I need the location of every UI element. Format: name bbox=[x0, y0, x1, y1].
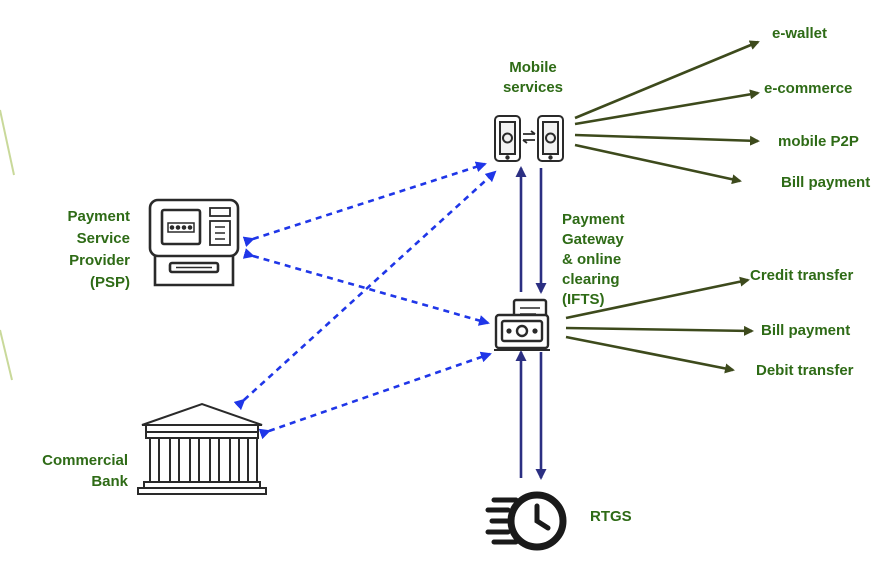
arrow-to-gateway-bill-payment bbox=[565, 325, 754, 336]
mobile-output-arrows bbox=[574, 40, 760, 185]
psp-gateway-link bbox=[242, 248, 490, 326]
gateway-line-3: & online bbox=[562, 251, 622, 268]
arrow-to-bill-payment bbox=[574, 143, 742, 185]
bank-building-icon bbox=[137, 402, 267, 495]
psp-label: Payment Service Provider (PSP) bbox=[20, 206, 130, 294]
psp-line-2: Service bbox=[76, 230, 130, 247]
gateway-line-1: Payment bbox=[562, 211, 625, 228]
gateway-label: Payment Gateway & online clearing (IFTS) bbox=[562, 210, 652, 310]
mobile-services-label: Mobile services bbox=[488, 58, 578, 98]
output-gateway-bill-payment: Bill payment bbox=[761, 322, 851, 339]
mobile-services-line-1: Mobile bbox=[509, 59, 557, 76]
bank-gateway-link bbox=[258, 351, 492, 440]
psp-line-3: Provider bbox=[69, 252, 130, 269]
payment-gateway-icon bbox=[494, 298, 550, 351]
rtgs-label: RTGS bbox=[590, 508, 632, 525]
output-e-commerce: e-commerce bbox=[764, 80, 853, 97]
bank-line-2: Bank bbox=[91, 473, 128, 490]
output-debit-transfer: Debit transfer bbox=[756, 362, 854, 379]
left-edge-decoration bbox=[0, 109, 15, 381]
mobile-services-line-2: services bbox=[502, 79, 564, 96]
gateway-line-5: (IFTS) bbox=[562, 291, 605, 308]
vertical-links bbox=[515, 166, 547, 480]
gateway-output-arrows bbox=[565, 276, 754, 374]
gateway-line-2: Gateway bbox=[562, 231, 624, 248]
dashed-links bbox=[233, 161, 497, 440]
arrow-to-e-commerce bbox=[574, 89, 760, 126]
gateway-line-4: clearing bbox=[562, 271, 620, 288]
psp-line-1: Payment bbox=[67, 208, 130, 225]
atm-icon bbox=[148, 198, 240, 287]
psp-line-4: (PSP) bbox=[89, 274, 130, 291]
arrow-to-e-wallet bbox=[574, 40, 760, 120]
bank-label: Commercial Bank bbox=[10, 450, 128, 492]
arrow-to-debit-transfer bbox=[565, 335, 735, 374]
output-bill-payment: Bill payment bbox=[781, 174, 871, 191]
psp-mobile-link bbox=[242, 161, 487, 248]
arrow-to-credit-transfer bbox=[565, 276, 750, 320]
fast-clock-icon bbox=[485, 491, 567, 551]
output-credit-transfer: Credit transfer bbox=[750, 267, 854, 284]
mobile-transfer-icon bbox=[494, 115, 564, 162]
output-mobile-p2p: mobile P2P bbox=[778, 133, 859, 150]
output-e-wallet: e-wallet bbox=[772, 25, 828, 42]
arrow-to-mobile-p2p bbox=[574, 133, 760, 146]
bank-line-1: Commercial bbox=[42, 452, 128, 469]
